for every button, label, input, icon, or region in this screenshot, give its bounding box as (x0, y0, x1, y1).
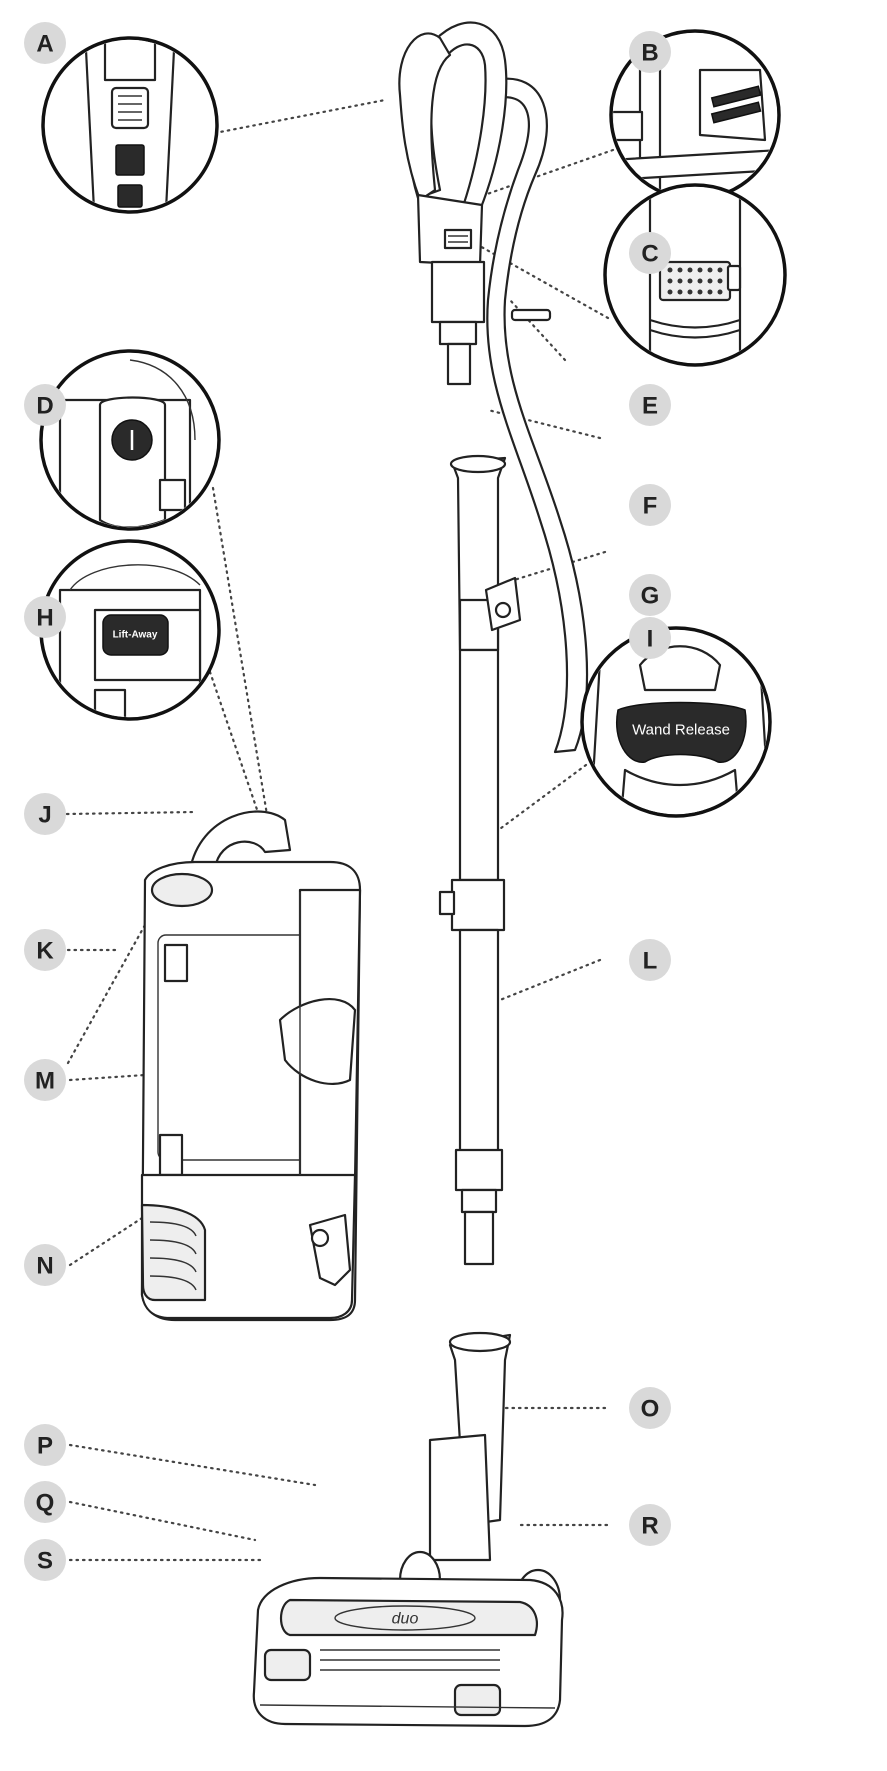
label-e: E (629, 384, 671, 426)
svg-text:I: I (647, 626, 654, 653)
inset-i-wand-release-button: Wand Release (580, 626, 772, 818)
svg-text:N: N (36, 1253, 53, 1280)
label-k: K (24, 929, 66, 971)
inset-h-lift-away-button: Lift-Away (39, 539, 221, 721)
pod-assembly (140, 810, 362, 1322)
svg-text:M: M (35, 1068, 55, 1095)
label-s: S (24, 1539, 66, 1581)
floor-nozzle-assembly: duo (252, 1331, 564, 1728)
label-h: H (24, 596, 66, 638)
label-j: J (24, 793, 66, 835)
svg-text:O: O (641, 1396, 660, 1423)
part-labels: A B C D E F G H I J K L M N O P Q R S (24, 22, 671, 1581)
inset-c-accessory-clip (603, 183, 787, 367)
label-f: F (629, 484, 671, 526)
svg-text:K: K (36, 938, 54, 965)
label-b: B (629, 31, 671, 73)
label-g: G (629, 574, 671, 616)
nozzle-brand-text: duo (392, 1611, 419, 1628)
wand-release-button-text: Wand Release (632, 722, 730, 739)
label-n: N (24, 1244, 66, 1286)
svg-text:S: S (37, 1548, 53, 1575)
label-p: P (24, 1424, 66, 1466)
inset-d-power-switch (39, 349, 221, 531)
inset-b-hose-release (609, 29, 781, 201)
svg-text:R: R (641, 1513, 658, 1540)
label-o: O (629, 1387, 671, 1429)
label-l: L (629, 939, 671, 981)
label-a: A (24, 22, 66, 64)
svg-text:L: L (643, 948, 658, 975)
svg-text:A: A (36, 31, 53, 58)
svg-text:Q: Q (36, 1490, 55, 1517)
wand-assembly (438, 454, 522, 1266)
label-m: M (24, 1059, 66, 1101)
handle-assembly (398, 21, 589, 754)
label-q: Q (24, 1481, 66, 1523)
label-i: I (629, 617, 671, 659)
svg-text:H: H (36, 605, 53, 632)
label-c: C (629, 232, 671, 274)
svg-text:F: F (643, 493, 658, 520)
svg-text:J: J (38, 802, 51, 829)
svg-text:G: G (641, 583, 660, 610)
inset-a-handle-controls (41, 36, 219, 214)
svg-text:B: B (641, 40, 658, 67)
svg-text:P: P (37, 1433, 53, 1460)
svg-text:E: E (642, 393, 658, 420)
svg-text:D: D (36, 393, 53, 420)
svg-text:C: C (641, 241, 658, 268)
label-r: R (629, 1504, 671, 1546)
label-d: D (24, 384, 66, 426)
lift-away-button-text: Lift-Away (113, 630, 158, 641)
